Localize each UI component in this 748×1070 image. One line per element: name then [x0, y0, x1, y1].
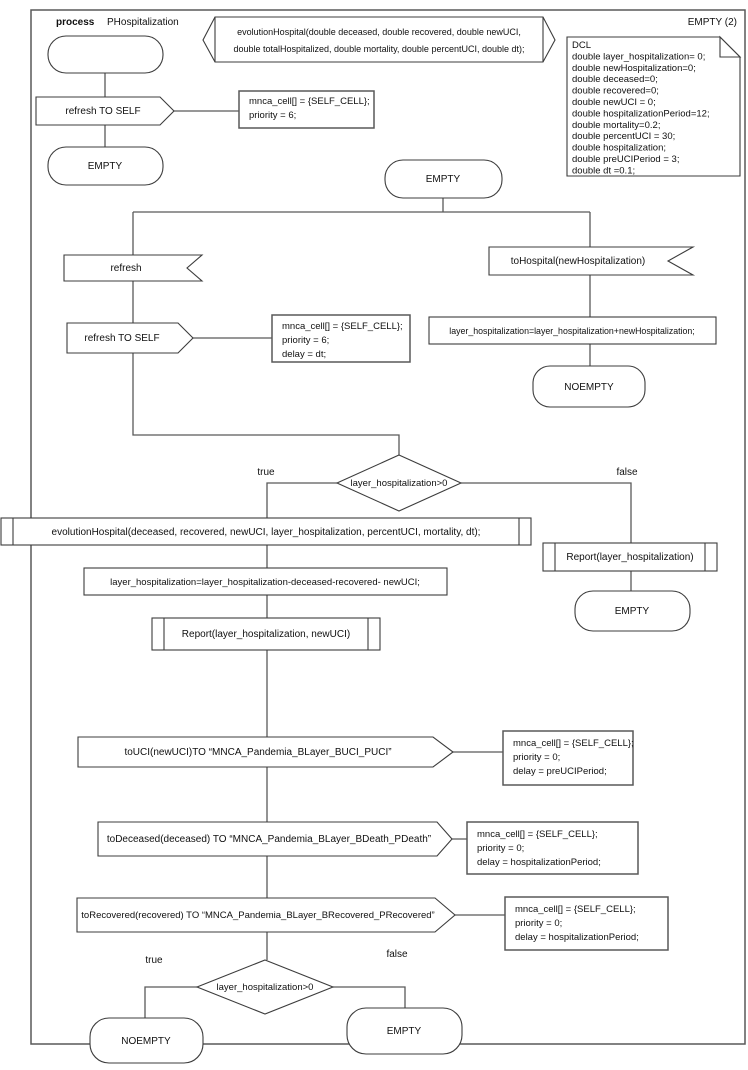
comment-line: delay = preUCIPeriod; [513, 766, 607, 777]
task-update-label: layer_hospitalization=layer_hospitalizat… [110, 577, 420, 588]
connector-main-flow [132, 198, 591, 455]
procedure-declaration-line1: evolutionHospital(double deceased, doubl… [237, 27, 521, 37]
output-refresh-to-self-2-label: refresh TO SELF [84, 333, 159, 344]
call-report-label: Report(layer_hospitalization) [566, 552, 693, 563]
output-refresh-to-self-2[interactable] [66, 322, 194, 354]
dcl-line: double hospitalizationPeriod=12; [572, 108, 710, 119]
connector-decision2-branches [144, 986, 406, 1018]
state-empty-bottom-label: EMPTY [387, 1026, 422, 1037]
process-name-label: PHospitalization [107, 17, 179, 28]
call-report[interactable] [542, 542, 718, 572]
call-report-newuci[interactable] [151, 617, 381, 651]
state-empty-main-label: EMPTY [426, 174, 461, 185]
connector-init-flow [104, 73, 239, 147]
state-noempty-1[interactable] [532, 365, 646, 408]
output-torecovered-label: toRecovered(recovered) TO “MNCA_Pandemia… [81, 910, 434, 921]
call-report-newuci-label: Report(layer_hospitalization, newUCI) [182, 629, 350, 640]
dcl-line: double percentUCI = 30; [572, 131, 675, 142]
comment-line: priority = 0; [477, 843, 524, 854]
decision2-true-label: true [145, 955, 163, 966]
dcl-line: double dt =0.1; [572, 165, 635, 176]
comment-line: mnca_cell[] = {SELF_CELL}; [477, 829, 598, 840]
state-noempty-2[interactable] [89, 1017, 204, 1064]
state-noempty-1-label: NOEMPTY [564, 382, 614, 393]
comment-line: delay = hospitalizationPeriod; [477, 857, 601, 868]
procedure-declaration-line2: double totalHospitalized, double mortali… [233, 44, 524, 54]
output-torecovered[interactable] [76, 897, 456, 933]
call-evolutionhospital[interactable] [0, 517, 532, 546]
comment-priority6-line: mnca_cell[] = {SELF_CELL}; [249, 96, 370, 107]
state-empty-bottom[interactable] [346, 1007, 463, 1055]
connector-true-branch [266, 545, 505, 960]
state-empty-main[interactable] [384, 159, 503, 199]
decision-layer-hospitalization-1[interactable] [335, 454, 463, 512]
comment-line: priority = 6; [282, 335, 329, 346]
output-touci-label: toUCI(newUCI)TO “MNCA_Pandemia_BLayer_BU… [124, 747, 391, 758]
state-empty-false-branch[interactable] [574, 590, 691, 632]
comment-line: priority = 0; [513, 752, 560, 763]
dcl-line: double layer_hospitalization= 0; [572, 51, 705, 62]
input-refresh[interactable] [63, 254, 204, 282]
dcl-line: DCL [572, 40, 591, 51]
comment-line: mnca_cell[] = {SELF_CELL}; [513, 738, 634, 749]
procedure-declaration-shape[interactable] [202, 16, 556, 63]
dcl-line: double preUCIPeriod = 3; [572, 154, 679, 165]
page-title-label: EMPTY (2) [688, 17, 737, 28]
comment-priority6-delay-dt[interactable] [271, 314, 411, 363]
state-empty-init[interactable] [47, 146, 164, 186]
comment-line: priority = 0; [515, 918, 562, 929]
comment-delay-hospitalizationperiod-1[interactable] [466, 821, 639, 875]
task-update-layer-hospitalization[interactable] [83, 567, 448, 596]
comment-line: delay = hospitalizationPeriod; [515, 932, 639, 943]
output-todeceased[interactable] [97, 821, 453, 857]
decision1-condition-label: layer_hospitalization>0 [351, 478, 448, 489]
decision2-false-label: false [386, 949, 408, 960]
output-touci[interactable] [77, 736, 454, 768]
output-refresh-to-self-1-label: refresh TO SELF [65, 106, 140, 117]
output-todeceased-label: toDeceased(deceased) TO “MNCA_Pandemia_B… [107, 834, 431, 845]
dcl-line: double newUCI = 0; [572, 97, 656, 108]
connectors [104, 73, 632, 1018]
dcl-line: double newHospitalization=0; [572, 63, 696, 74]
process-keyword-label: process [56, 17, 95, 28]
dcl-line: double mortality=0.2; [572, 120, 660, 131]
decision1-true-label: true [257, 467, 275, 478]
input-refresh-label: refresh [110, 263, 141, 274]
decision2-condition-label: layer_hospitalization>0 [217, 982, 314, 993]
dcl-text: DCL double layer_hospitalization= 0; dou… [572, 40, 710, 176]
output-refresh-to-self-1[interactable] [35, 96, 175, 126]
state-empty-false-branch-label: EMPTY [615, 606, 650, 617]
start-state-shape[interactable] [47, 35, 164, 74]
decision1-false-label: false [616, 467, 638, 478]
dcl-line: double hospitalization; [572, 143, 666, 154]
dcl-fold-corner [719, 35, 742, 58]
input-tohospital-label: toHospital(newHospitalization) [511, 256, 646, 267]
state-noempty-2-label: NOEMPTY [121, 1036, 171, 1047]
comment-line: delay = dt; [282, 349, 326, 360]
task-add-hospitalization[interactable] [428, 316, 717, 345]
input-tohospital[interactable] [488, 246, 696, 276]
dcl-line: double recovered=0; [572, 86, 659, 97]
dcl-line: double deceased=0; [572, 74, 658, 85]
comment-line: mnca_cell[] = {SELF_CELL}; [515, 904, 636, 915]
dcl-box[interactable] [566, 36, 741, 177]
comment-delay-hospitalizationperiod-2[interactable] [504, 896, 669, 951]
call-evolutionhospital-label: evolutionHospital(deceased, recovered, n… [52, 527, 481, 538]
comment-delay-preuciperiod[interactable] [502, 730, 634, 786]
task-add-hospitalization-label: layer_hospitalization=layer_hospitalizat… [449, 326, 694, 336]
comment-priority6[interactable] [238, 90, 375, 129]
comment-priority6-line: priority = 6; [249, 110, 296, 121]
connector-decision1-branches [266, 482, 632, 591]
state-empty-init-label: EMPTY [88, 161, 123, 172]
decision-layer-hospitalization-2[interactable] [195, 959, 335, 1015]
comment-line: mnca_cell[] = {SELF_CELL}; [282, 321, 403, 332]
